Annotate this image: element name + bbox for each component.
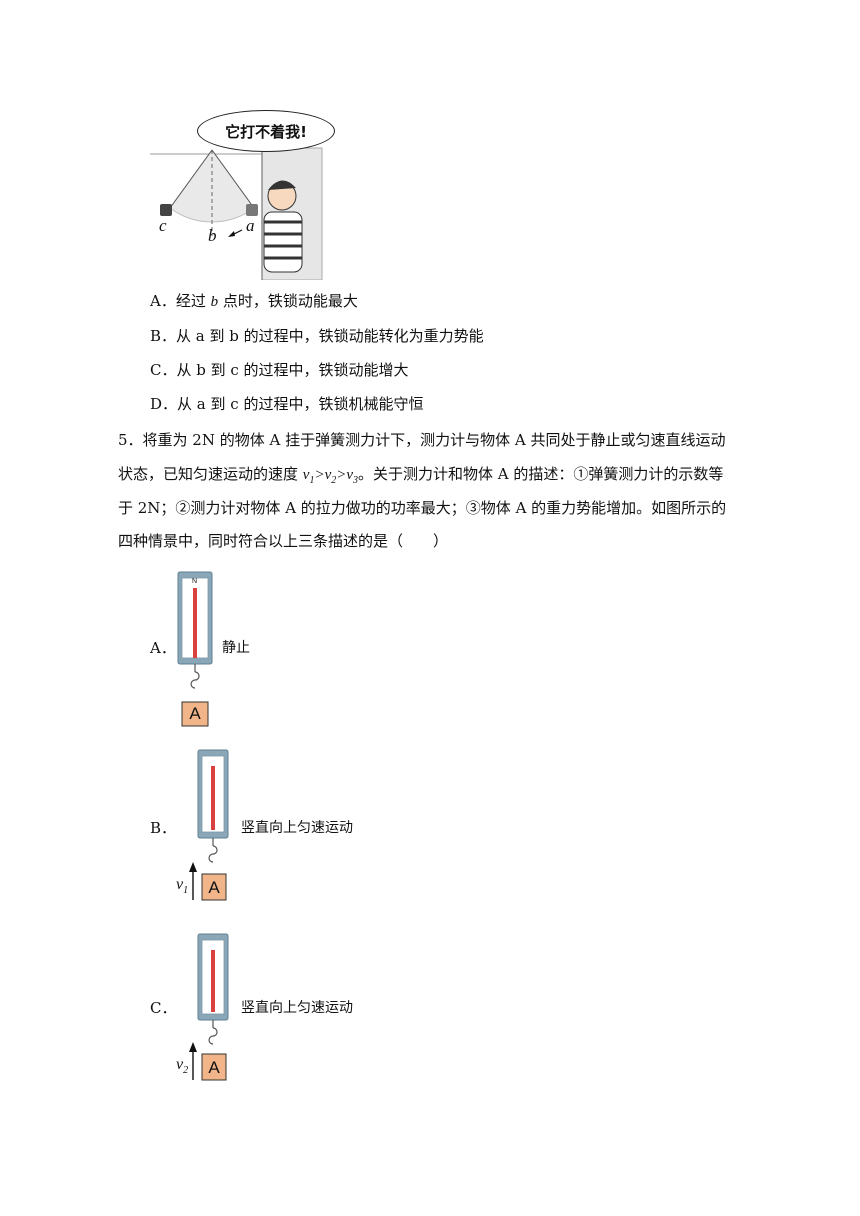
q5-option-c-caption: 竖直向上匀速运动: [241, 1000, 353, 1016]
q4-option-c: C．从 b 到 c 的过程中，铁锁动能增大: [150, 361, 409, 379]
q5-line-1: 5．将重为 2N 的物体 A 挂于弹簧测力计下，测力计与物体 A 共同处于静止或…: [118, 431, 726, 449]
velocity-b-label: v1: [176, 876, 189, 897]
q5-option-c-letter: C．: [150, 999, 177, 1017]
q5-option-b-letter: B．: [150, 819, 177, 837]
spring-scale-c-graphic: [189, 933, 229, 1081]
label-c: c: [159, 216, 167, 235]
spring-scale-b: A v1: [176, 748, 236, 904]
q5-line-2: 状态，已知匀速运动的速度 v1>v2>v3。关于测力计和物体 A 的描述：①弹簧…: [118, 465, 724, 486]
label-b: b: [208, 226, 217, 245]
velocity-relation: v1>v2>v3: [302, 467, 359, 486]
q5-line-3: 于 2N；②测力计对物体 A 的拉力做功的功率最大；③物体 A 的重力势能增加。…: [118, 499, 727, 517]
velocity-c-label: v2: [176, 1056, 189, 1077]
q5-option-a-caption: 静止: [222, 640, 250, 656]
q4-option-d: D．从 a 到 c 的过程中，铁锁机械能守恒: [150, 395, 424, 413]
q5-option-a-letter: A．: [150, 639, 176, 657]
spring-scale-c: A v2: [176, 932, 236, 1084]
block-a-label: A: [189, 704, 201, 723]
pendulum-figure: 它打不着我! c b a: [150, 108, 350, 281]
spring-scale-a-graphic: [177, 571, 213, 727]
q4-option-a: A．经过 b 点时，铁锁动能最大: [150, 292, 358, 310]
spring-scale-a: N A: [176, 568, 216, 728]
block-c-label: A: [208, 1058, 220, 1077]
speech-bubble: 它打不着我!: [197, 110, 335, 152]
label-a: a: [246, 216, 255, 235]
q5-line-4: 四种情景中，同时符合以上三条描述的是（ ）: [118, 532, 449, 550]
block-b-label: A: [208, 878, 220, 897]
spring-scale-b-graphic: [189, 749, 229, 901]
scale-a-unit: N: [192, 578, 198, 585]
speech-bubble-text: 它打不着我!: [225, 122, 307, 141]
q5-option-b-caption: 竖直向上匀速运动: [241, 820, 353, 836]
q4-option-b: B．从 a 到 b 的过程中，铁锁动能转化为重力势能: [150, 327, 484, 345]
